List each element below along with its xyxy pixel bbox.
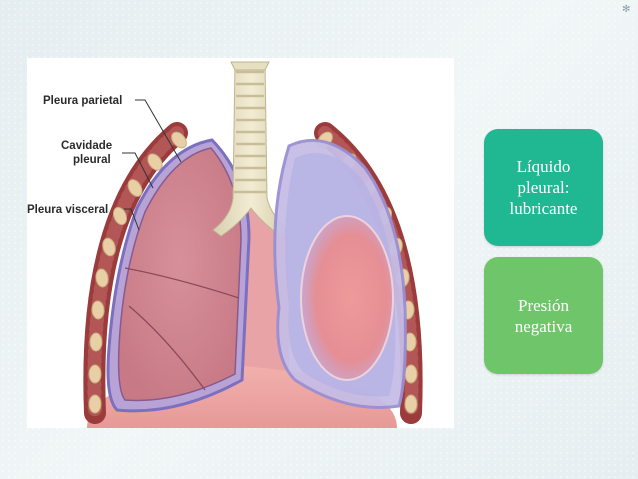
card-pleural-fluid: Líquido pleural: lubricante (484, 129, 603, 246)
pleural-cavity-label-line1: Cavidade (61, 140, 112, 152)
left-rib-sections (88, 131, 187, 414)
parietal-pleura-label: Pleura parietal (43, 95, 122, 107)
pleural-cavity-label-line2: pleural (73, 154, 111, 166)
right-lung (301, 216, 393, 380)
slide-corner-mark: ✻ (622, 4, 631, 15)
card-pleural-fluid-text: Líquido pleural: lubricante (509, 157, 578, 218)
left-lung-fissure-lower (128, 305, 206, 391)
label-leader-lines (122, 99, 182, 231)
visceral-pleura-label: Pleura visceral (27, 204, 108, 216)
lung-anatomy-figure: Pleura parietal Cavidade pleural Pleura … (27, 58, 454, 428)
left-lung (117, 147, 242, 402)
card-negative-pressure: Presión negativa (484, 257, 603, 374)
card-negative-pressure-text: Presión negativa (514, 295, 573, 336)
left-lung-fissure-upper (124, 267, 240, 299)
